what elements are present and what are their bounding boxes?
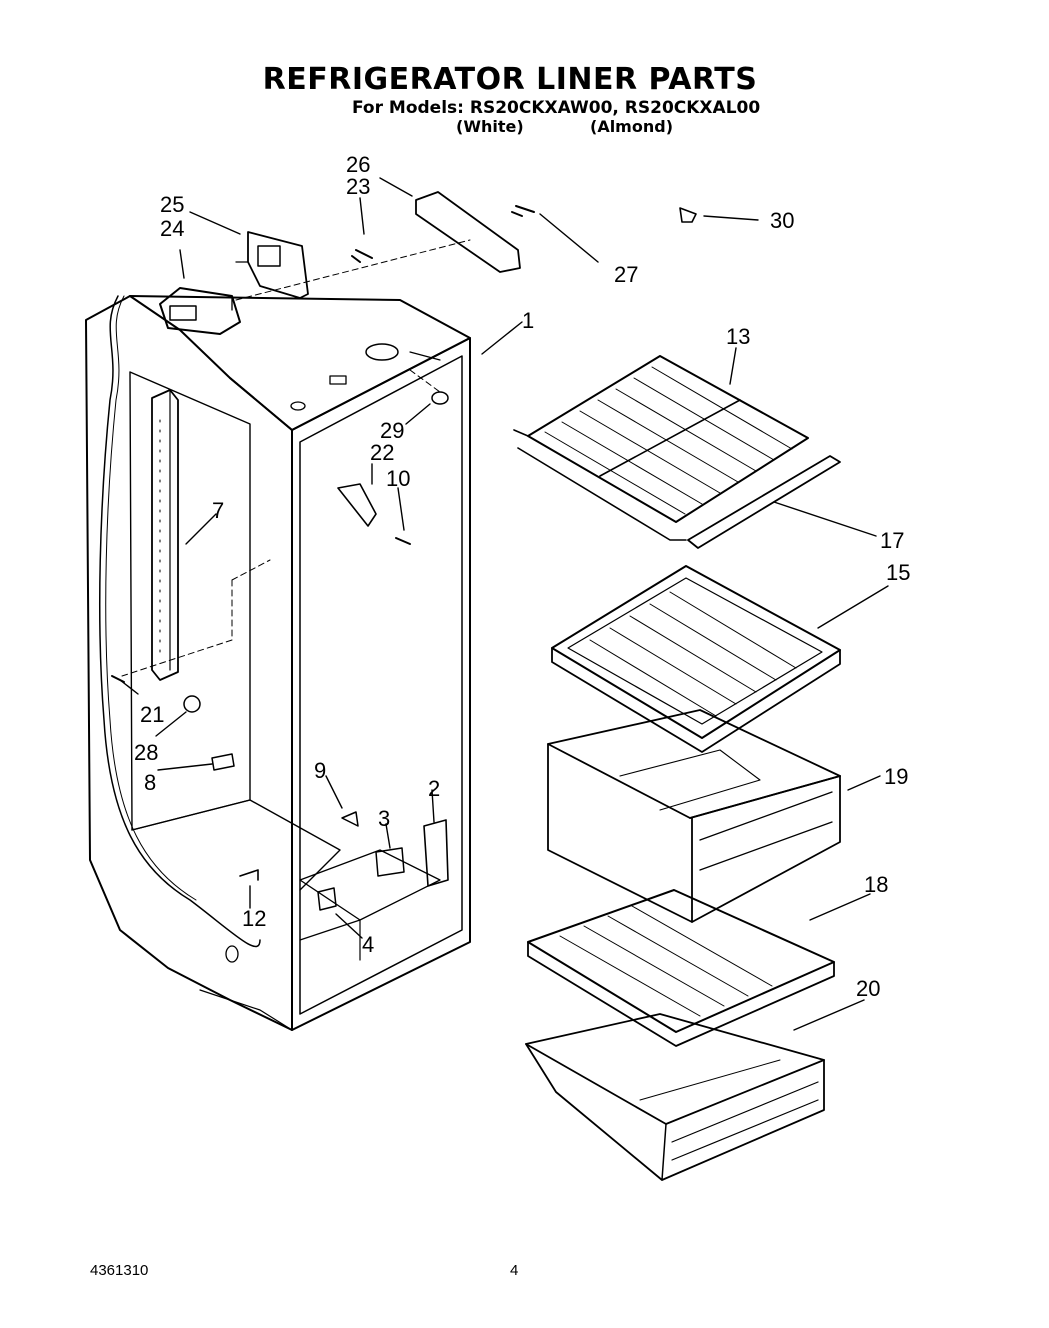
callout-21: 21 (140, 702, 164, 727)
callout-3: 3 (378, 806, 390, 831)
callout-7: 7 (212, 498, 224, 523)
callout-18: 18 (864, 872, 888, 897)
callout-10: 10 (386, 466, 410, 491)
wire-shelf (513, 355, 809, 541)
crisper-cover (551, 565, 841, 753)
callout-20: 20 (856, 976, 880, 1001)
callout-9: 9 (314, 758, 326, 783)
variant-white: (White) (456, 117, 524, 136)
page-title: REFRIGERATOR LINER PARTS (262, 62, 758, 97)
callout-1: 1 (522, 308, 534, 333)
callout-12: 12 (242, 906, 266, 931)
callout-28: 28 (134, 740, 158, 765)
variant-almond: (Almond) (590, 117, 673, 136)
callout-23: 23 (346, 174, 370, 199)
callout-27: 27 (614, 262, 638, 287)
models-line: For Models: RS20CKXAW00, RS20CKXAL00 (352, 98, 761, 118)
document-number: 4361310 (90, 1262, 149, 1279)
callout-labels: 26 23 25 24 30 27 1 13 29 22 10 7 17 15 … (134, 152, 910, 1001)
callout-4: 4 (362, 932, 374, 957)
callout-26: 26 (346, 152, 370, 177)
callout-13: 13 (726, 324, 750, 349)
shelf-support-channel (151, 389, 179, 681)
callout-2: 2 (428, 776, 440, 801)
callout-29: 29 (380, 418, 404, 443)
callout-8: 8 (144, 770, 156, 795)
meat-pan (525, 1013, 825, 1181)
top-rail (415, 191, 521, 273)
callout-24: 24 (160, 216, 184, 241)
shelf-trim (687, 455, 841, 549)
control-housing (159, 231, 309, 335)
callout-17: 17 (880, 528, 904, 553)
crisper-shelf (527, 889, 835, 1047)
leader-lines (119, 177, 889, 1031)
callout-22: 22 (370, 440, 394, 465)
page-number: 4 (510, 1262, 519, 1279)
callout-30: 30 (770, 208, 794, 233)
callout-15: 15 (886, 560, 910, 585)
liner-body (85, 239, 471, 1031)
crisper-drawer (547, 709, 841, 923)
callout-19: 19 (884, 764, 908, 789)
callout-25: 25 (160, 192, 184, 217)
